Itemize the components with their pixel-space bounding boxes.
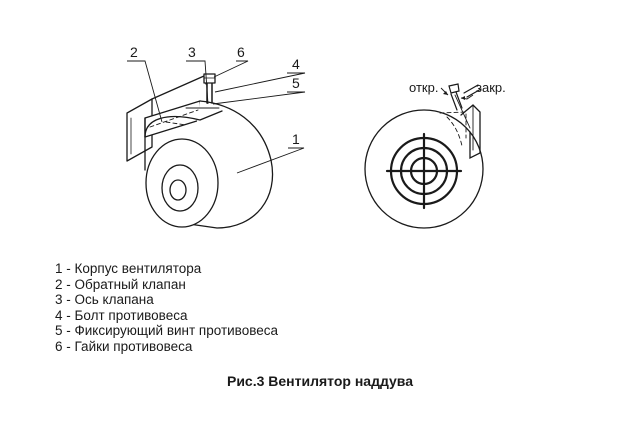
legend-item: 2 - Обратный клапан: [55, 276, 186, 292]
callout-2: 2: [130, 44, 138, 60]
counterweight-nuts: [203, 73, 216, 84]
position-closed-label: закр.: [476, 80, 506, 95]
callout-5: 5: [292, 75, 300, 91]
callout-4: 4: [292, 56, 300, 72]
callout-3: 3: [188, 44, 196, 60]
fan-isometric-view: [126, 73, 274, 229]
callout-numbers: 2 3 6 4 5 1: [130, 44, 300, 147]
legend-item: 4 - Болт противовеса: [55, 307, 188, 323]
parts-legend: 1 - Корпус вентилятора 2 - Обратный клап…: [55, 261, 278, 354]
figure-caption: Рис.3 Вентилятор наддува: [226, 373, 414, 389]
inlet-grille: [385, 132, 463, 210]
counterweight-bolt: [448, 83, 482, 111]
legend-item: 1 - Корпус вентилятора: [55, 261, 202, 276]
callout-6: 6: [237, 44, 245, 60]
legend-item: 5 - Фиксирующий винт противовеса: [55, 323, 279, 338]
inlet-ring-inner: [169, 179, 187, 201]
position-open-label: откр.: [409, 80, 438, 95]
callout-1: 1: [292, 131, 300, 147]
legend-item: 3 - Ось клапана: [55, 292, 154, 307]
mounting-flange: [126, 98, 153, 162]
inlet-ring-outer: [161, 164, 199, 212]
legend-item: 6 - Гайки противовеса: [55, 338, 193, 354]
housing-front-face: [145, 138, 219, 228]
leader-lines: [127, 60, 306, 174]
valve-position-labels: откр. закр.: [409, 80, 506, 100]
fan-front-view: [364, 83, 484, 229]
